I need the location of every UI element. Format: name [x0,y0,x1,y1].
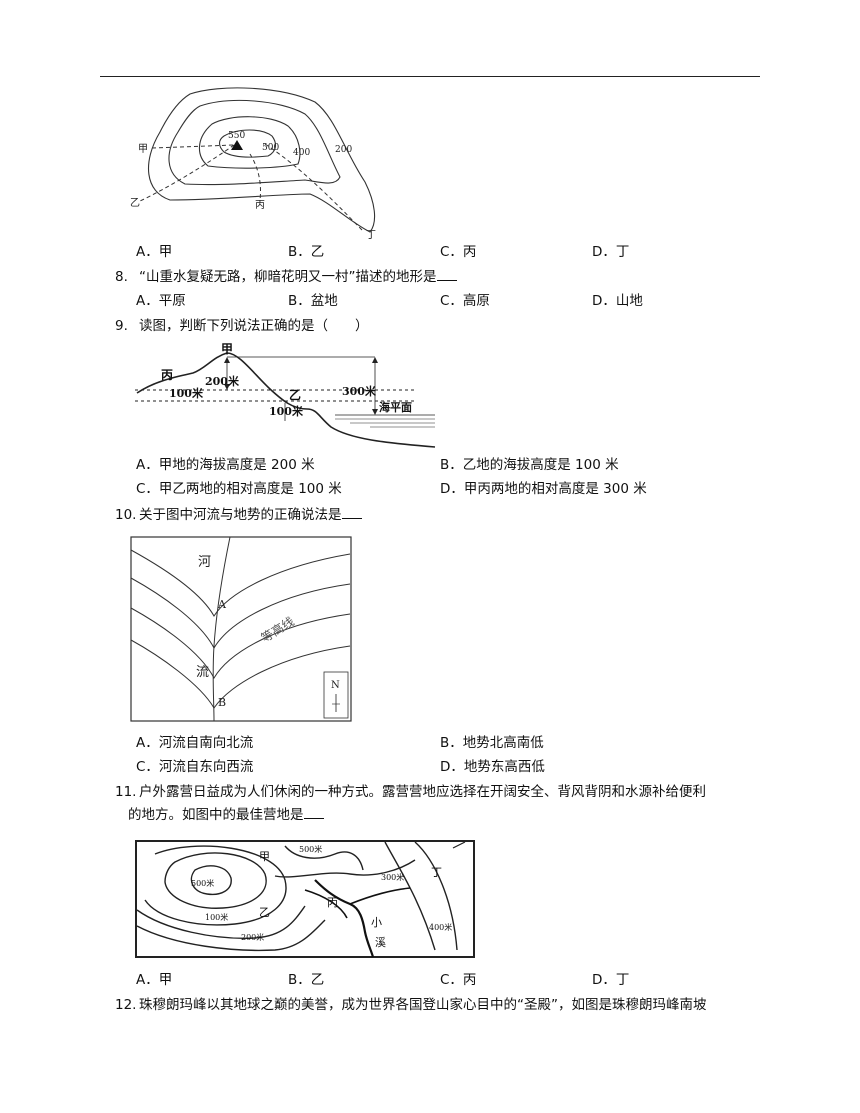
q10-option-d[interactable]: D．地势东高西低 [440,759,545,775]
q10-option-c[interactable]: C．河流自东向西流 [136,759,254,775]
contour-label-right: 300米 [381,872,404,882]
question-11-continued: 的地方。如图中的最佳营地是 [128,806,324,824]
question-text-line1: 户外露营日益成为人们休闲的一种方式。露营营地应选择在开阔安全、背风背阴和水源补给… [139,784,706,800]
point-ding-label: 丁 [366,230,376,241]
height-200-label: 200米 [205,374,240,388]
contour-label-left: 100米 [205,912,228,922]
q9-option-a[interactable]: A．甲地的海拔高度是 200 米 [136,457,315,473]
campsite-contour-figure-q11: 甲 乙 丙 丁 小 溪 500米 500米 300米 400米 100米 200… [135,840,475,958]
stream-char-xiao: 小 [371,916,382,929]
question-number: 9. [115,318,128,334]
q10-option-a[interactable]: A．河流自南向北流 [136,735,254,751]
point-bing-label: 丙 [161,368,173,382]
elev-200-label: 200 [335,145,352,155]
height-100-label-right: 100米 [269,404,304,418]
sea-level-label: 海平面 [379,400,412,414]
header-rule [100,76,760,77]
river-contour-figure-q10: 河 流 A B 等高线 N [130,536,352,722]
question-10: 10.关于图中河流与地势的正确说法是 [115,506,362,524]
point-yi-label: 乙 [259,906,270,919]
point-bing-label: 丙 [327,896,338,909]
q9-option-b[interactable]: B．乙地的海拔高度是 100 米 [440,457,619,473]
contour-label-far-right: 400米 [429,922,452,932]
answer-blank [341,506,362,519]
point-yi-label: 乙 [130,197,140,209]
question-number: 8. [115,269,128,285]
answer-blank [303,806,324,819]
q8-option-d[interactable]: D．山地 [592,293,643,309]
elevation-profile-figure-q9: 甲 丙 乙 200米 100米 100米 300米 海平面 [135,343,445,451]
north-label: N [331,680,340,691]
question-text-line2: 的地方。如图中的最佳营地是 [128,807,304,823]
elev-500-label: 500 [262,143,279,153]
contour-map-figure-q7: 550 500 400 200 甲 乙 丙 丁 [130,82,390,242]
river-char-he: 河 [198,555,211,570]
contour-label-bottom: 200米 [241,932,264,942]
answer-blank [436,268,457,281]
question-11: 11.户外露营日益成为人们休闲的一种方式。露营营地应选择在开阔安全、背风背阴和水… [115,783,706,801]
point-b-label: B [218,696,226,709]
question-text: 珠穆朗玛峰以其地球之巅的美誉，成为世界各国登山家心目中的“圣殿”，如图是珠穆朗玛… [139,997,707,1013]
q9-option-c[interactable]: C．甲乙两地的相对高度是 100 米 [136,481,342,497]
height-300-label: 300米 [342,384,377,398]
question-text: 读图，判断下列说法正确的是（ ） [139,318,369,334]
q10-option-b[interactable]: B．地势北高南低 [440,735,544,751]
question-number: 11. [115,784,137,800]
point-jia-label: 甲 [221,343,233,356]
q7-option-d[interactable]: D．丁 [592,244,630,260]
q7-option-b[interactable]: B．乙 [288,244,325,260]
q7-option-c[interactable]: C．丙 [440,244,477,260]
question-9: 9. 读图，判断下列说法正确的是（ ） [115,317,369,335]
q11-option-b[interactable]: B．乙 [288,972,325,988]
height-100-label-left: 100米 [169,386,204,400]
point-jia-label: 甲 [259,850,270,863]
question-text: 关于图中河流与地势的正确说法是 [139,507,342,523]
q9-option-d[interactable]: D．甲丙两地的相对高度是 300 米 [440,481,647,497]
question-12: 12.珠穆朗玛峰以其地球之巅的美誉，成为世界各国登山家心目中的“圣殿”，如图是珠… [115,996,707,1014]
contour-label-peak: 500米 [191,878,214,888]
elev-550-label: 550 [228,131,245,141]
question-number: 12. [115,997,137,1013]
river-char-liu: 流 [196,665,209,680]
point-ding-label: 丁 [431,866,442,879]
q7-option-a[interactable]: A．甲 [136,244,173,260]
elev-400-label: 400 [293,148,310,158]
question-8: 8. “山重水复疑无路，柳暗花明又一村”描述的地形是 [115,268,457,286]
q8-option-c[interactable]: C．高原 [440,293,490,309]
q8-option-b[interactable]: B．盆地 [288,293,338,309]
stream-char-xi: 溪 [375,936,386,949]
q11-option-d[interactable]: D．丁 [592,972,630,988]
q11-option-c[interactable]: C．丙 [440,972,477,988]
contour-label-top: 500米 [299,844,322,854]
question-number: 10. [115,507,137,523]
q8-option-a[interactable]: A．平原 [136,293,186,309]
point-yi-label: 乙 [289,388,301,402]
point-bing-label: 丙 [255,200,265,211]
question-text: “山重水复疑无路，柳暗花明又一村”描述的地形是 [139,269,437,285]
point-a-label: A [217,598,227,611]
point-jia-label: 甲 [138,144,148,155]
q11-option-a[interactable]: A．甲 [136,972,173,988]
